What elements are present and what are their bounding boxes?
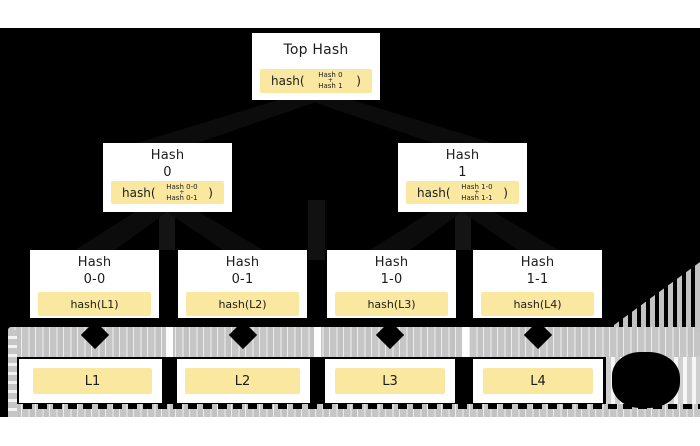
hash-formula-box: hash( Hash 0 + Hash 1 ) <box>260 69 372 93</box>
hash-formula-box: hash(L4) <box>481 292 594 316</box>
dashed-border-left <box>8 330 17 417</box>
leaf-l2: L2 <box>177 359 310 403</box>
hash-formula-box: hash( Hash 1-0 + Hash 1-1 ) <box>406 181 519 204</box>
band-gap <box>314 327 321 357</box>
node-title: Hash 0-0 <box>77 255 112 287</box>
leaf-label-box: L1 <box>33 368 152 394</box>
hash-formula-box: hash( Hash 0-0 + Hash 0-1 ) <box>111 181 224 204</box>
node-title: Hash 0-1 <box>225 255 260 287</box>
connector-arrows <box>75 100 558 260</box>
leaf-l4: L4 <box>473 359 603 403</box>
hash-prefix: hash( <box>271 74 305 88</box>
hash-formula-box: hash(L3) <box>335 292 448 316</box>
dashed-border-top <box>8 327 700 357</box>
node-hash-1: Hash 1 hash( Hash 1-0 + Hash 1-1 ) <box>398 143 527 212</box>
hash-prefix: hash( <box>122 185 156 200</box>
node-hash-0: Hash 0 hash( Hash 0-0 + Hash 0-1 ) <box>103 143 232 212</box>
hash-formula-box: hash(L2) <box>186 292 299 316</box>
node-title: Hash 0 <box>150 148 185 180</box>
leaf-label-box: L3 <box>335 368 445 394</box>
hash-suffix: ) <box>208 185 213 200</box>
leaf-label-box: L4 <box>483 368 593 394</box>
data-blocks-label-text: Data blocks <box>623 363 669 395</box>
node-title: Hash 1-1 <box>520 255 555 287</box>
leaf-label-box: L2 <box>185 368 300 394</box>
node-hash-0-1: Hash 0-1 hash(L2) <box>178 250 307 318</box>
node-title: Hash 1-0 <box>374 255 409 287</box>
leaf-l3: L3 <box>325 359 455 403</box>
leaf-l1: L1 <box>19 359 162 403</box>
node-top-hash: Top Hash hash( Hash 0 + Hash 1 ) <box>252 33 380 100</box>
node-title: Hash 1 <box>445 148 480 180</box>
dashed-border-bottom <box>8 404 700 417</box>
hash-args: Hash 0 + Hash 1 <box>318 71 343 90</box>
hash-args: Hash 0-0 + Hash 0-1 <box>166 182 198 202</box>
hash-prefix: hash( <box>417 185 451 200</box>
band-gap <box>166 327 173 357</box>
data-blocks-label: Data blocks <box>612 352 680 408</box>
band-gap <box>462 327 469 357</box>
hash-suffix: ) <box>356 74 361 88</box>
hash-args: Hash 1-0 + Hash 1-1 <box>461 182 493 202</box>
node-hash-1-1: Hash 1-1 hash(L4) <box>473 250 602 318</box>
node-hash-0-0: Hash 0-0 hash(L1) <box>30 250 159 318</box>
merkle-tree-diagram: Data blocks Top Hash hash( Hash 0 + Hash… <box>0 28 700 417</box>
hash-formula-box: hash(L1) <box>38 292 151 316</box>
node-title: Top Hash <box>283 42 349 58</box>
node-hash-1-0: Hash 1-0 hash(L3) <box>327 250 456 318</box>
hash-suffix: ) <box>503 185 508 200</box>
